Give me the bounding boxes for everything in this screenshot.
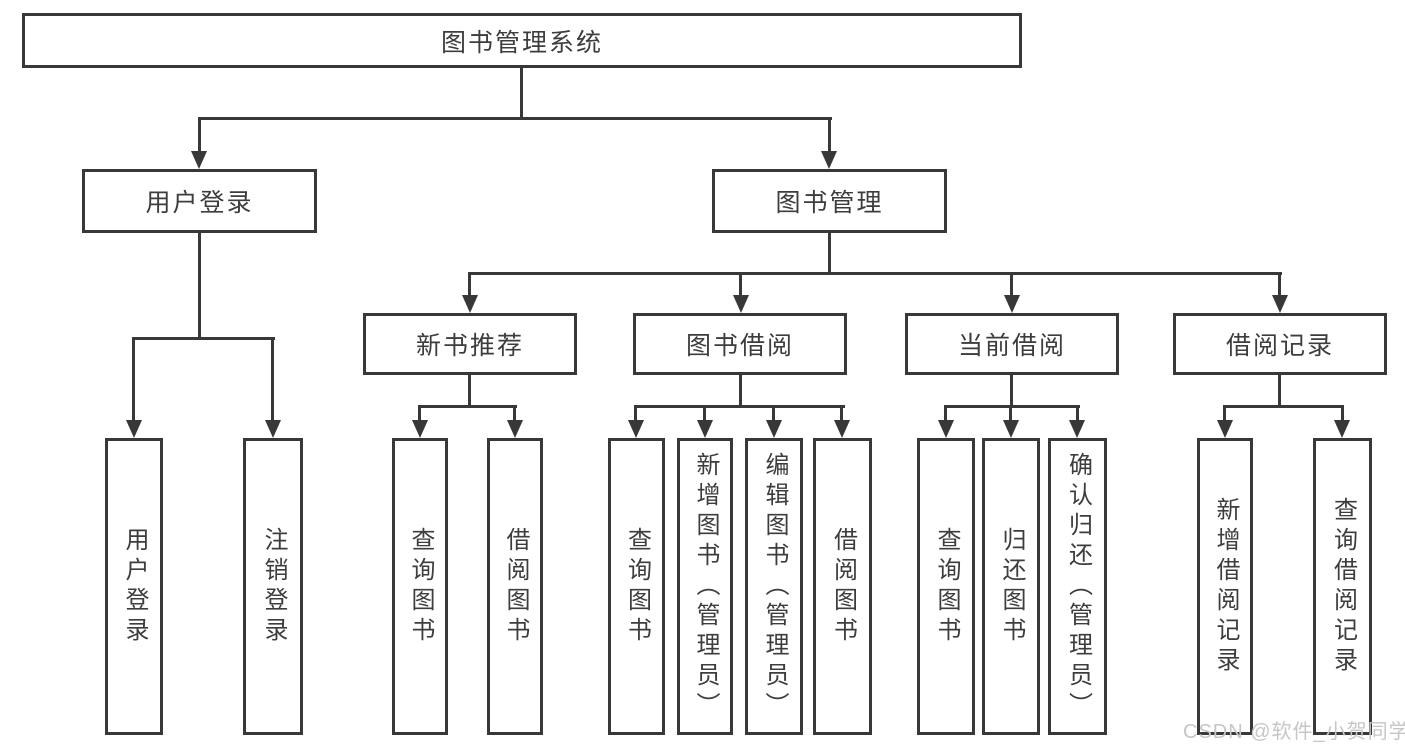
leaf-logout: 注销登录 — [243, 438, 303, 735]
connector-line — [1010, 375, 1013, 408]
connector-line — [520, 68, 523, 120]
connector-line — [513, 405, 516, 422]
arrow-down-icon — [126, 420, 142, 438]
leaf-user-login: 用户登录 — [105, 438, 163, 735]
connector-line — [634, 405, 845, 408]
node-book-borrow-label: 图书借阅 — [685, 332, 794, 360]
connector-line — [772, 405, 775, 422]
connector-line — [132, 337, 275, 340]
leaf-add-borrow-record-label: 新增借阅记录 — [1212, 496, 1239, 677]
arrow-down-icon — [1272, 295, 1288, 313]
connector-line — [840, 405, 843, 422]
arrow-down-icon — [265, 420, 281, 438]
leaf-borrow-book-label: 借阅图书 — [829, 526, 857, 647]
connector-line — [828, 117, 831, 153]
leaf-current-query-book: 查询图书 — [917, 438, 975, 735]
leaf-borrow-book: 借阅图书 — [813, 438, 872, 735]
node-borrow-record-label: 借阅记录 — [1225, 332, 1334, 360]
node-borrow-record: 借阅记录 — [1173, 313, 1387, 375]
node-new-book-recommend-label: 新书推荐 — [415, 332, 524, 360]
arrow-down-icon — [821, 151, 837, 169]
leaf-recommend-borrow-book: 借阅图书 — [487, 438, 543, 735]
connector-line — [1010, 272, 1013, 297]
leaf-logout-label: 注销登录 — [260, 526, 287, 647]
leaf-current-query-book-label: 查询图书 — [933, 526, 960, 647]
leaf-add-borrow-record: 新增借阅记录 — [1197, 438, 1253, 735]
connector-line — [739, 272, 742, 297]
connector-line — [828, 233, 831, 275]
arrow-down-icon — [1217, 420, 1233, 438]
arrow-down-icon — [938, 420, 954, 438]
connector-line — [1223, 405, 1226, 422]
leaf-edit-book-admin-label: 编辑图书（管理员） — [761, 451, 788, 722]
leaf-add-book-admin: 新增图书（管理员） — [677, 438, 733, 735]
arrow-down-icon — [834, 420, 850, 438]
leaf-return-book: 归还图书 — [982, 438, 1040, 735]
arrow-down-icon — [507, 420, 523, 438]
node-book-borrow: 图书借阅 — [633, 313, 847, 375]
leaf-query-borrow-record: 查询借阅记录 — [1313, 438, 1372, 735]
leaf-confirm-return-admin: 确认归还（管理员） — [1048, 438, 1107, 735]
node-user-login: 用户登录 — [82, 169, 317, 233]
connector-line — [1223, 405, 1344, 408]
leaf-confirm-return-admin-label: 确认归还（管理员） — [1064, 451, 1092, 722]
connector-line — [198, 233, 201, 340]
connector-line — [468, 272, 471, 297]
leaf-edit-book-admin: 编辑图书（管理员） — [745, 438, 803, 735]
connector-line — [1278, 272, 1281, 297]
leaf-recommend-borrow-book-label: 借阅图书 — [502, 526, 529, 647]
leaf-borrow-query-book: 查询图书 — [608, 438, 665, 735]
arrow-down-icon — [1334, 420, 1350, 438]
arrow-down-icon — [766, 420, 782, 438]
arrow-down-icon — [1003, 420, 1019, 438]
node-root: 图书管理系统 — [22, 13, 1022, 68]
arrow-down-icon — [1069, 420, 1085, 438]
node-root-label: 图书管理系统 — [440, 28, 603, 57]
leaf-user-login-label: 用户登录 — [121, 526, 148, 647]
leaf-return-book-label: 归还图书 — [998, 526, 1025, 647]
arrow-down-icon — [462, 295, 478, 313]
connector-line — [198, 117, 201, 153]
node-book-management: 图书管理 — [712, 169, 947, 233]
arrow-down-icon — [412, 420, 428, 438]
connector-line — [944, 405, 1080, 408]
connector-line — [1009, 405, 1012, 422]
leaf-query-borrow-record-label: 查询借阅记录 — [1329, 496, 1357, 677]
connector-line — [468, 375, 471, 408]
arrow-down-icon — [191, 151, 207, 169]
connector-line — [132, 337, 135, 422]
arrow-down-icon — [1004, 295, 1020, 313]
node-user-login-label: 用户登录 — [145, 189, 254, 217]
watermark: CSDN @软件_小贺同学 — [1183, 721, 1405, 743]
leaf-recommend-query-book-label: 查询图书 — [407, 526, 434, 647]
node-current-borrow-label: 当前借阅 — [957, 332, 1066, 360]
connector-line — [198, 117, 832, 120]
node-book-management-label: 图书管理 — [775, 189, 884, 217]
connector-line — [418, 405, 421, 422]
arrow-down-icon — [697, 420, 713, 438]
leaf-borrow-query-book-label: 查询图书 — [623, 526, 651, 647]
leaf-add-book-admin-label: 新增图书（管理员） — [692, 451, 719, 722]
arrow-down-icon — [628, 420, 644, 438]
connector-line — [1076, 405, 1079, 422]
connector-line — [634, 405, 637, 422]
connector-line — [1278, 375, 1281, 408]
connector-line — [418, 405, 517, 408]
connector-line — [703, 405, 706, 422]
connector-line — [271, 337, 274, 422]
connector-line — [1341, 405, 1344, 422]
node-current-borrow: 当前借阅 — [905, 313, 1119, 375]
node-new-book-recommend: 新书推荐 — [363, 313, 577, 375]
connector-line — [739, 375, 742, 408]
connector-line — [468, 272, 1282, 275]
leaf-recommend-query-book: 查询图书 — [392, 438, 448, 735]
connector-line — [944, 405, 947, 422]
arrow-down-icon — [733, 295, 749, 313]
